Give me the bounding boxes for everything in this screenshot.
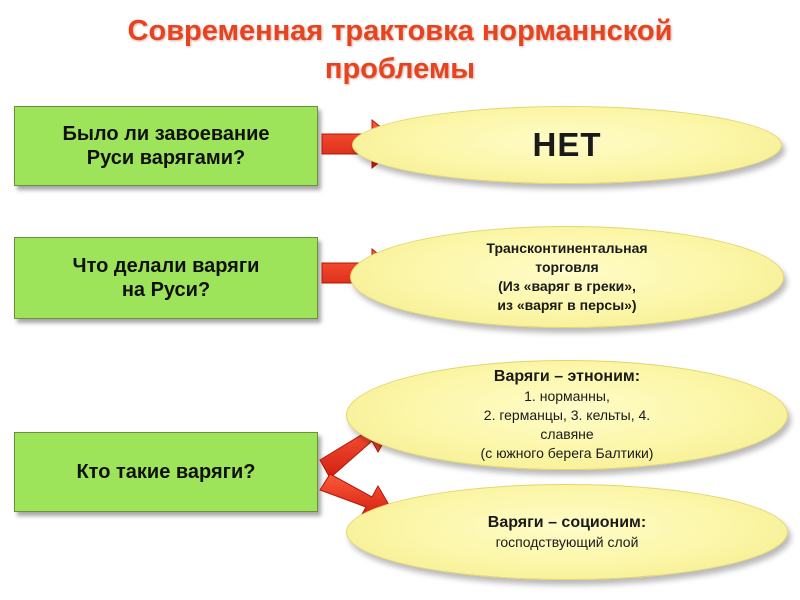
- answer-line: 2. германцы, 3. кельты, 4.: [483, 407, 651, 423]
- answer-line: 1. норманны,: [524, 388, 610, 404]
- page-title: Современная трактовка норманнской пробле…: [40, 12, 760, 88]
- question-text: Что делали варяги на Руси?: [72, 255, 260, 301]
- question-box-conquest: Было ли завоевание Руси варягами?: [14, 106, 318, 186]
- question-box-activities: Что делали варяги на Руси?: [14, 237, 318, 319]
- answer-line: (с южного берега Балтики): [480, 445, 654, 461]
- answer-line: славяне: [540, 426, 594, 442]
- answer-line: (Из «варяг в греки»,: [498, 278, 636, 294]
- answer-line: господствующий слой: [495, 533, 639, 550]
- answer-line: Трансконтинентальная: [486, 240, 648, 256]
- answer-ellipse-trade: Трансконтинентальная торговля (Из «варяг…: [350, 226, 784, 328]
- answer-lines: господствующий слой: [496, 533, 639, 552]
- question-box-identity: Кто такие варяги?: [14, 432, 318, 512]
- answer-heading: Варяги – этноним:: [493, 368, 641, 385]
- question-text: Кто такие варяги?: [76, 461, 256, 483]
- answer-ellipse-socionym: Варяги – соционим: господствующий слой: [346, 484, 788, 580]
- answer-lines: Трансконтинентальная торговля (Из «варяг…: [486, 239, 647, 315]
- title-line-1: Современная трактовка норманнской: [127, 15, 673, 47]
- answer-line: торговля: [535, 259, 599, 275]
- answer-text: НЕТ: [532, 126, 602, 163]
- answer-ellipse-ethnonym: Варяги – этноним: 1. норманны, 2. герман…: [346, 360, 788, 470]
- title-line-2: проблемы: [324, 53, 476, 85]
- answer-lines: 1. норманны, 2. германцы, 3. кельты, 4. …: [481, 387, 654, 463]
- answer-ellipse-no: НЕТ: [352, 106, 782, 184]
- question-text: Было ли завоевание Руси варягами?: [62, 123, 270, 169]
- answer-heading: Варяги – соционим:: [487, 513, 647, 531]
- answer-line: из «варяг в персы»): [497, 297, 637, 313]
